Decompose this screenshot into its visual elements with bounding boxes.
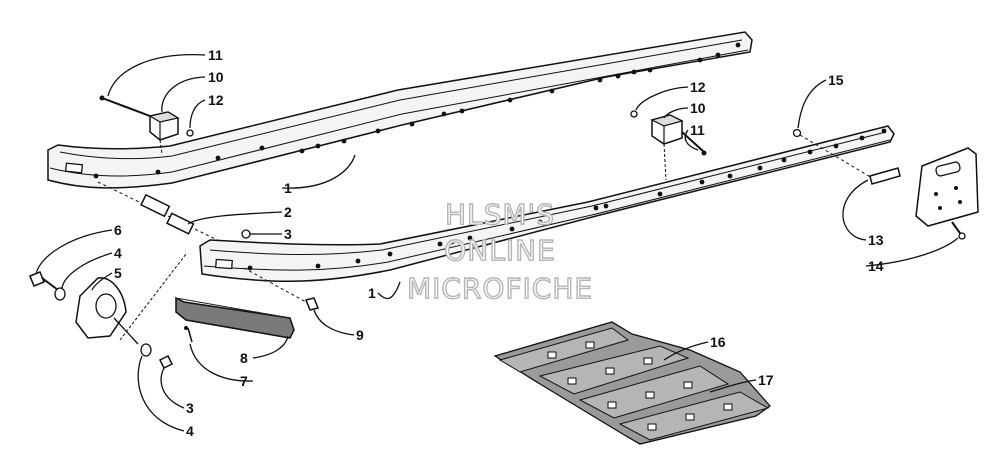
callout-1-upper: 1	[284, 180, 292, 196]
callout-4-upper: 4	[114, 245, 122, 261]
front-mount-hardware	[29, 253, 187, 370]
bumper-block-lower	[630, 110, 707, 181]
callout-16: 16	[710, 334, 726, 350]
bumper-block-upper	[99, 95, 194, 155]
drive-track	[493, 321, 771, 445]
callout-8: 8	[240, 350, 248, 366]
callout-4-lower: 4	[186, 423, 194, 439]
callout-12-lower: 12	[690, 79, 706, 95]
callout-3-lower: 3	[186, 400, 194, 416]
callout-10-upper: 10	[208, 69, 224, 85]
callout-13: 13	[868, 232, 884, 248]
callout-14: 14	[868, 258, 884, 274]
callout-9: 9	[356, 327, 364, 343]
callout-12-upper: 12	[208, 92, 224, 108]
callout-3-upper: 3	[284, 226, 292, 242]
cross-shaft-spacers	[97, 181, 251, 251]
callout-11-lower: 11	[690, 122, 705, 138]
wear-strip	[175, 267, 320, 343]
callout-11-upper: 11	[208, 47, 223, 63]
callout-labels: 11 10 12 12 10 11 15 1 2 3 6 4 5 1 9 8 7…	[114, 47, 884, 439]
callout-1-lower: 1	[368, 285, 376, 301]
callout-7: 7	[240, 373, 248, 389]
callout-10-lower: 10	[690, 100, 706, 116]
callout-15: 15	[828, 72, 844, 88]
callout-5: 5	[114, 265, 122, 281]
watermark: HLSM'S ONLINE MICROFICHE	[406, 197, 593, 305]
lower-slide-rail	[199, 125, 895, 282]
callout-2: 2	[284, 204, 292, 220]
watermark-line2: ONLINE	[444, 234, 555, 267]
watermark-line3: MICROFICHE	[407, 272, 593, 305]
callout-6: 6	[114, 222, 122, 238]
watermark-line1: HLSM'S	[445, 198, 555, 231]
leader-lines	[35, 54, 959, 432]
callout-17: 17	[758, 372, 774, 388]
upper-slide-rail	[47, 31, 753, 189]
rear-mount-plate	[792, 128, 979, 240]
